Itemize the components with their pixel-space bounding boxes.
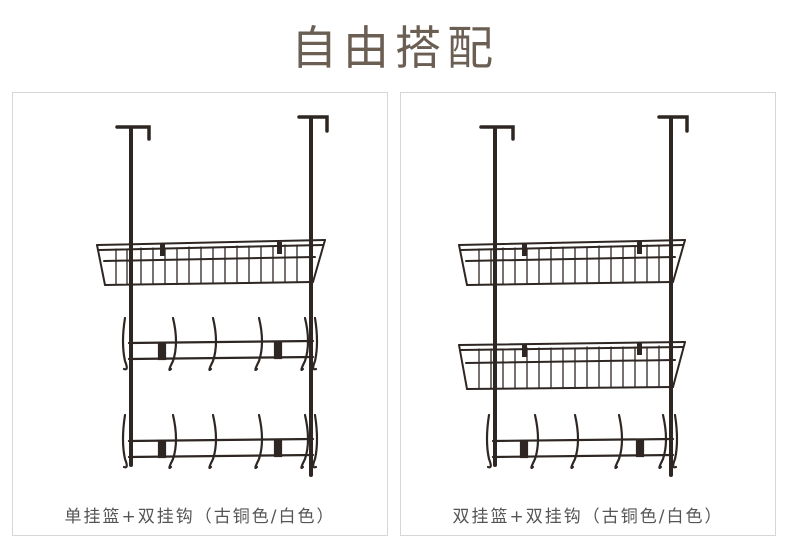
product-image-double-basket <box>458 115 689 477</box>
product-card-double-basket[interactable]: 双挂篮+双挂钩（古铜色/白色） <box>400 92 776 536</box>
product-image-single-basket <box>96 115 329 477</box>
product-card-single-basket[interactable]: 单挂篮+双挂钩（古铜色/白色） <box>12 92 388 536</box>
product-caption: 单挂篮+双挂钩（古铜色/白色） <box>64 507 336 527</box>
page-title: 自由搭配 <box>291 21 499 75</box>
product-caption: 双挂篮+双挂钩（古铜色/白色） <box>452 507 724 527</box>
